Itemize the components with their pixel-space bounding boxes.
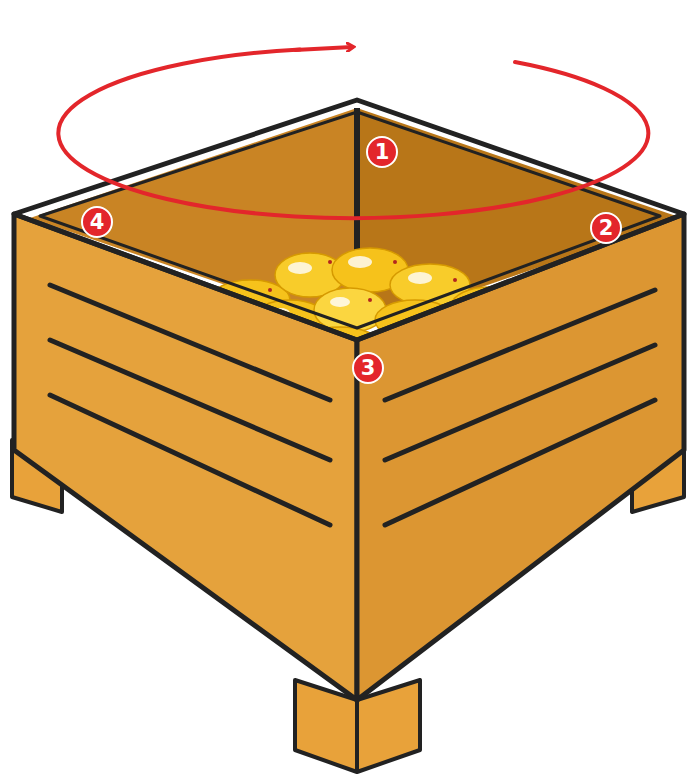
callout-number: 3 <box>352 352 384 384</box>
callout-number: 2 <box>590 212 622 244</box>
callout-number: 1 <box>366 136 398 168</box>
callout-number: 4 <box>81 206 113 238</box>
